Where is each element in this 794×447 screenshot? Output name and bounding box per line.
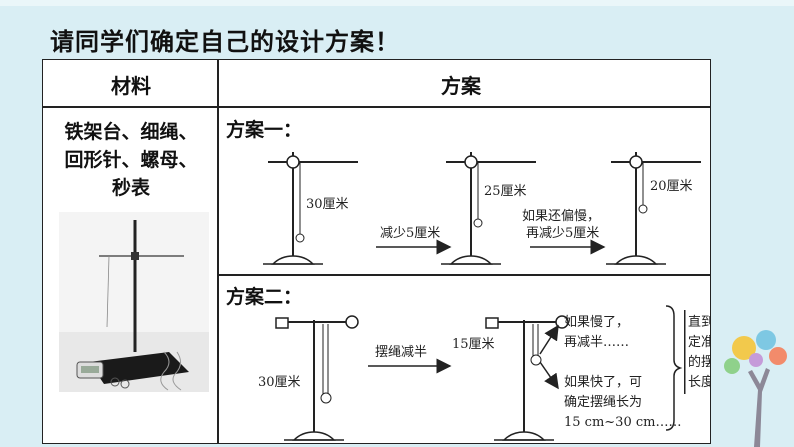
design-plan-table: 材料 方案 铁架台、细绳、 回形针、螺母、 秒表 方案一： 方案二： (42, 59, 711, 444)
plan1-arrow1-text: 减少5厘米 (380, 226, 440, 241)
plan2-branch2-line1: 如果快了，可 (564, 374, 642, 390)
plan1-arrow2-line1: 如果还偏慢， (522, 208, 600, 224)
plan2-conclusion-line: 长度 (688, 374, 710, 390)
plan2-length-2: 15厘米 (452, 337, 495, 352)
plan1-length-1: 30厘米 (306, 197, 349, 212)
materials-line: 回形针、螺母、 (64, 149, 198, 171)
plan2-branch1-line1: 如果慢了， (564, 314, 629, 330)
iron-stand-photo (59, 212, 209, 392)
plan1-diagram: 30厘米 减少5厘米 25厘米 如果还偏慢， 再减少5厘米 (263, 152, 701, 265)
page-title: 请同学们确定自己的设计方案！ (50, 28, 400, 56)
table-column-divider (217, 60, 219, 443)
plan2-conclusion-line: 直到确 (688, 315, 710, 330)
plan1-length-2: 25厘米 (484, 184, 527, 199)
plan2-diagram: 30厘米 摆绳减半 15厘米 如果慢了， 再减半…… 如果快了，可 确定摆绳长为… (258, 305, 710, 441)
plan2-length-1: 30厘米 (258, 375, 301, 390)
pendulum-stand-b (485, 315, 569, 441)
brace-icon (665, 305, 683, 431)
plan2-conclusion-line: 的摆绳 (688, 354, 710, 370)
pendulum-stand-2 (441, 152, 536, 265)
plan1-arrow2-line2: 再减少5厘米 (526, 226, 599, 241)
plan2-label: 方案二： (226, 286, 303, 308)
materials-list: 铁架台、细绳、 回形针、螺母、 秒表 (49, 118, 213, 202)
pendulum-stand-a (275, 315, 359, 441)
plan2-conclusion-line: 定准确 (688, 335, 710, 350)
header-plan: 方案 (441, 74, 481, 98)
plan1-length-3: 20厘米 (650, 179, 693, 194)
decorative-tree-icon (724, 330, 787, 447)
plan1-label: 方案一： (226, 119, 303, 141)
plan2-arrow-text: 摆绳减半 (375, 345, 427, 360)
table-header-divider (43, 106, 710, 108)
materials-line: 铁架台、细绳、 (64, 121, 198, 143)
table-plan-divider (218, 274, 710, 276)
plan2-branch1-line2: 再减半…… (564, 335, 629, 350)
pendulum-stand-3 (606, 152, 701, 265)
materials-line: 秒表 (111, 177, 150, 199)
plan2-branch2-line3: 15 cm~30 cm…… (564, 415, 681, 430)
plan2-branch2-line2: 确定摆绳长为 (564, 395, 642, 410)
pendulum-stand-1 (263, 152, 358, 265)
top-strip (0, 0, 794, 6)
header-material: 材料 (111, 74, 151, 98)
